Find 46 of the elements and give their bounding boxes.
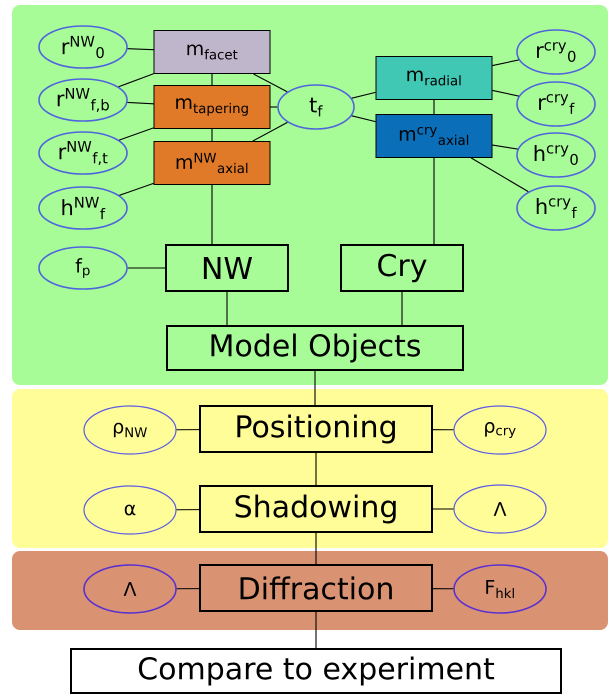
connector-line bbox=[128, 267, 165, 269]
background-band bbox=[12, 551, 608, 630]
process-box: m$_{tapering}$ bbox=[154, 85, 270, 129]
process-box: Shadowing bbox=[199, 485, 433, 533]
connector-line bbox=[352, 115, 376, 122]
connector-line bbox=[433, 508, 454, 510]
process-box: Model Objects bbox=[166, 325, 464, 371]
connector-line bbox=[470, 158, 529, 192]
connector-line bbox=[315, 612, 317, 648]
connector-line bbox=[176, 509, 199, 510]
connector-line bbox=[492, 144, 518, 150]
connector-line bbox=[176, 429, 199, 430]
connector-line bbox=[492, 59, 519, 66]
connector-line bbox=[433, 158, 435, 244]
connector-line bbox=[211, 74, 213, 85]
process-box: Positioning bbox=[199, 405, 433, 453]
connector-line bbox=[211, 129, 213, 141]
connector-line bbox=[176, 588, 199, 590]
process-box: m$^{cry}$axial bbox=[376, 114, 492, 158]
connector-line bbox=[492, 90, 519, 97]
process-box: Diffraction bbox=[199, 564, 433, 612]
connector-line bbox=[253, 74, 288, 92]
connector-line bbox=[433, 429, 454, 430]
process-box: Cry bbox=[340, 244, 464, 292]
connector-line bbox=[401, 292, 403, 325]
connector-line bbox=[433, 588, 454, 590]
process-box: m$_{radial}$ bbox=[376, 56, 492, 100]
process-box: m$_{facet}$ bbox=[154, 30, 270, 74]
connector-line bbox=[119, 182, 154, 196]
connector-line bbox=[226, 292, 228, 325]
process-box: NW bbox=[165, 244, 289, 292]
connector-line bbox=[314, 371, 316, 405]
connector-line bbox=[211, 185, 213, 244]
connector-line bbox=[352, 92, 376, 99]
connector-line bbox=[128, 48, 154, 50]
connector-line bbox=[315, 533, 317, 564]
process-box: Compare to experiment bbox=[70, 648, 562, 694]
connector-line bbox=[252, 122, 288, 142]
connector-line bbox=[315, 453, 317, 485]
connector-line bbox=[433, 100, 435, 114]
background-band bbox=[12, 389, 608, 548]
connector-line bbox=[270, 106, 278, 108]
connector-line bbox=[118, 73, 154, 88]
connector-line bbox=[118, 127, 154, 141]
connector-line bbox=[128, 102, 154, 104]
process-box: m$^{NW}$axial bbox=[154, 141, 270, 185]
